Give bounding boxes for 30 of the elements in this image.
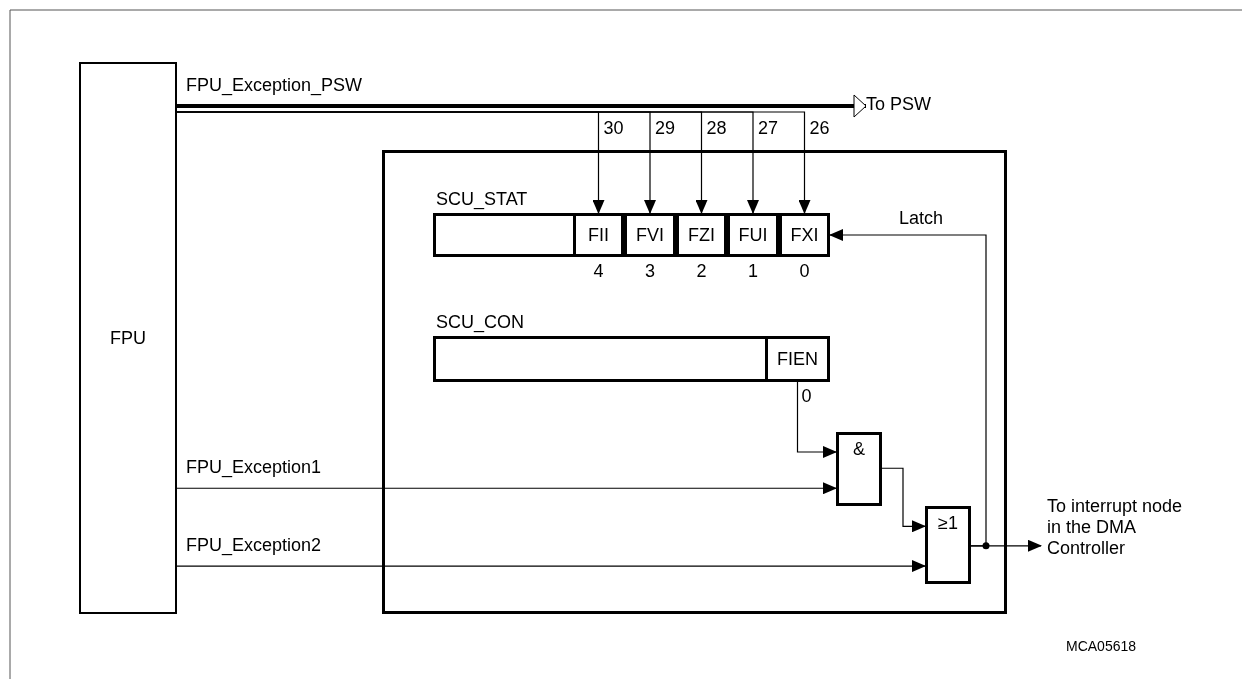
block-label: FPU — [110, 327, 146, 349]
bit-number: 0 — [801, 385, 812, 408]
bit-name: FIEN — [777, 348, 818, 370]
module-box — [382, 150, 1007, 614]
signal-text: To interrupt node in the DMA Controller — [1047, 496, 1184, 559]
signal-text: To PSW — [866, 94, 932, 115]
bus-arrow — [177, 94, 867, 118]
bit-name: FII — [588, 224, 609, 246]
bit-number: 2 — [695, 260, 708, 283]
arrow — [176, 560, 926, 573]
gate-symbol: ≥1 — [938, 513, 958, 534]
figure-id: MCA05618 — [1066, 637, 1137, 656]
bit-name: FUI — [738, 224, 768, 246]
bit-number: 4 — [592, 260, 605, 283]
arrow — [796, 381, 837, 458]
bit-name: FXI — [790, 224, 819, 246]
bit-name: FZI — [688, 224, 715, 246]
bit-number: 0 — [798, 260, 811, 283]
arrow — [829, 229, 987, 547]
arrow — [881, 467, 926, 533]
arrow — [176, 482, 837, 495]
bit-name: FVI — [636, 224, 664, 246]
register-name: SCU_STAT — [436, 188, 528, 212]
fpu-box — [79, 62, 177, 614]
bit-number: 1 — [747, 260, 759, 283]
gate-symbol: & — [853, 439, 865, 460]
and-gate — [836, 432, 882, 506]
bit-number: 3 — [644, 260, 656, 283]
or-gate — [925, 506, 971, 584]
register-name: SCU_CON — [436, 311, 524, 335]
